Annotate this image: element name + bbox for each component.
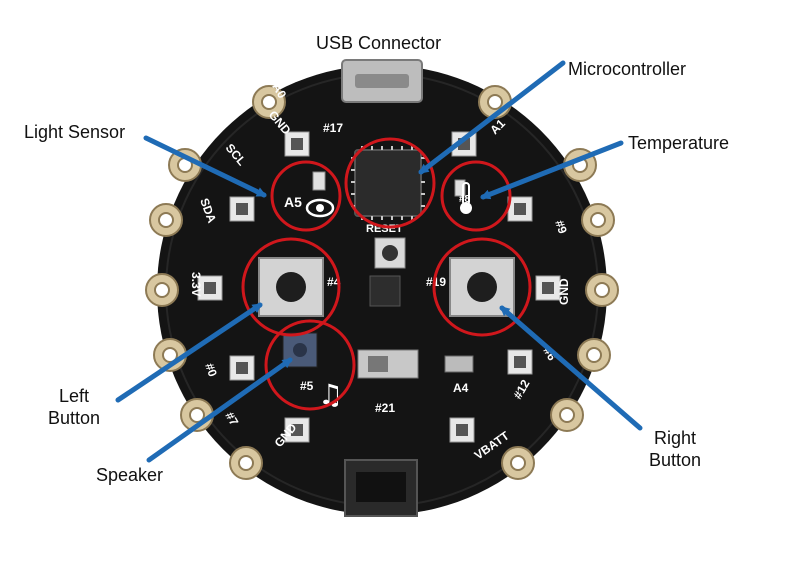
- label-left-button: Left Button: [47, 386, 101, 428]
- highlight-light-sensor: [270, 160, 342, 232]
- silk-8: #8: [459, 194, 471, 205]
- thermometer-icon: [460, 182, 472, 214]
- silk-0: #0: [202, 361, 220, 379]
- silk-7: #7: [222, 410, 241, 429]
- label-usb-connector: USB Connector: [316, 33, 442, 53]
- label-right-button: Right Button: [648, 428, 702, 470]
- arrow-temperature: [480, 140, 624, 200]
- silk-reset: RESET: [366, 223, 403, 235]
- highlight-circles: [241, 137, 532, 411]
- arrow-microcontroller: [418, 60, 566, 175]
- highlight-speaker: [264, 319, 356, 411]
- neopixel-leds: [197, 131, 561, 443]
- arrow-right-button: [499, 305, 643, 431]
- silk-5: #5: [300, 379, 314, 393]
- label-light-sensor: Light Sensor: [24, 122, 126, 142]
- microcontroller-chip: [351, 146, 425, 220]
- microphone-component: [444, 355, 474, 373]
- left-push-button: [258, 257, 324, 317]
- silk-9: #9: [552, 218, 570, 236]
- silk-19: #19: [426, 275, 446, 289]
- label-speaker: Speaker: [96, 465, 164, 485]
- reset-button: [374, 237, 406, 269]
- battery-connector: [344, 459, 418, 517]
- slide-switch: [357, 349, 419, 379]
- arrow-left-button: [115, 302, 263, 403]
- callout-arrows: [115, 60, 643, 463]
- highlight-microcontroller: [344, 137, 436, 229]
- highlight-right-button: [432, 237, 532, 337]
- accelerometer-chip: [369, 275, 401, 307]
- silk-a5: A5: [284, 194, 302, 210]
- highlight-temperature: [440, 160, 512, 232]
- arrow-speaker: [146, 357, 293, 463]
- label-temperature: Temperature: [628, 133, 730, 153]
- highlight-left-button: [241, 237, 341, 337]
- silk-21: #21: [375, 401, 395, 415]
- label-microcontroller: Microcontroller: [568, 59, 687, 79]
- silk-a0: A0: [269, 81, 289, 102]
- silk-a4: A4: [453, 381, 469, 395]
- temperature-sensor-component: [454, 179, 466, 197]
- silk-3v3: 3.3V: [189, 272, 203, 297]
- eye-icon: [305, 198, 335, 218]
- silk-13: #13: [453, 55, 475, 80]
- silk-6: #6: [540, 345, 559, 364]
- light-sensor-component: [312, 171, 326, 191]
- usb-connector: [341, 59, 423, 103]
- silk-gnd-right: GND: [557, 278, 571, 305]
- arrow-light-sensor: [143, 135, 267, 198]
- silk-17: #17: [323, 121, 343, 135]
